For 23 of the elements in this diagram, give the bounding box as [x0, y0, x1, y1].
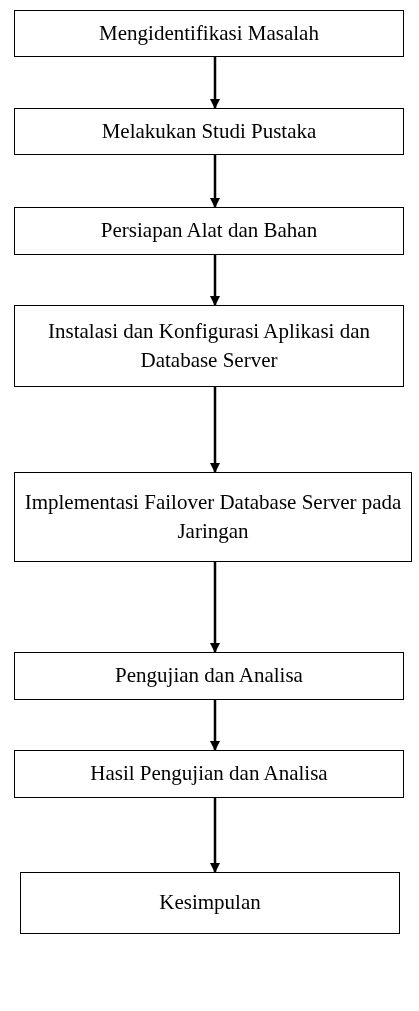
box-label: Persiapan Alat dan Bahan	[100, 217, 318, 245]
arrow	[210, 387, 220, 473]
arrow	[210, 155, 220, 208]
box-label: Implementasi Failover Database Server pada Jaringan	[23, 488, 403, 545]
box-label: Pengujian dan Analisa	[115, 662, 303, 690]
process-box	[14, 10, 404, 57]
process-box	[14, 750, 404, 798]
box-label: Mengidentifikasi Masalah	[99, 19, 319, 47]
arrow	[210, 57, 220, 109]
box-label: Instalasi dan Konfigurasi Aplikasi dan Database Server	[47, 317, 371, 374]
arrow	[210, 562, 220, 653]
process-box	[14, 472, 412, 562]
arrow	[210, 255, 220, 306]
arrow	[210, 700, 220, 751]
process-box	[14, 652, 404, 700]
box-label: Hasil Pengujian dan Analisa	[90, 760, 328, 788]
box-label: Kesimpulan	[159, 889, 261, 917]
process-box	[14, 108, 404, 155]
process-box	[14, 305, 404, 387]
box-label: Melakukan Studi Pustaka	[101, 117, 317, 145]
arrow	[210, 798, 220, 873]
process-box	[14, 207, 404, 255]
process-box	[20, 872, 400, 934]
